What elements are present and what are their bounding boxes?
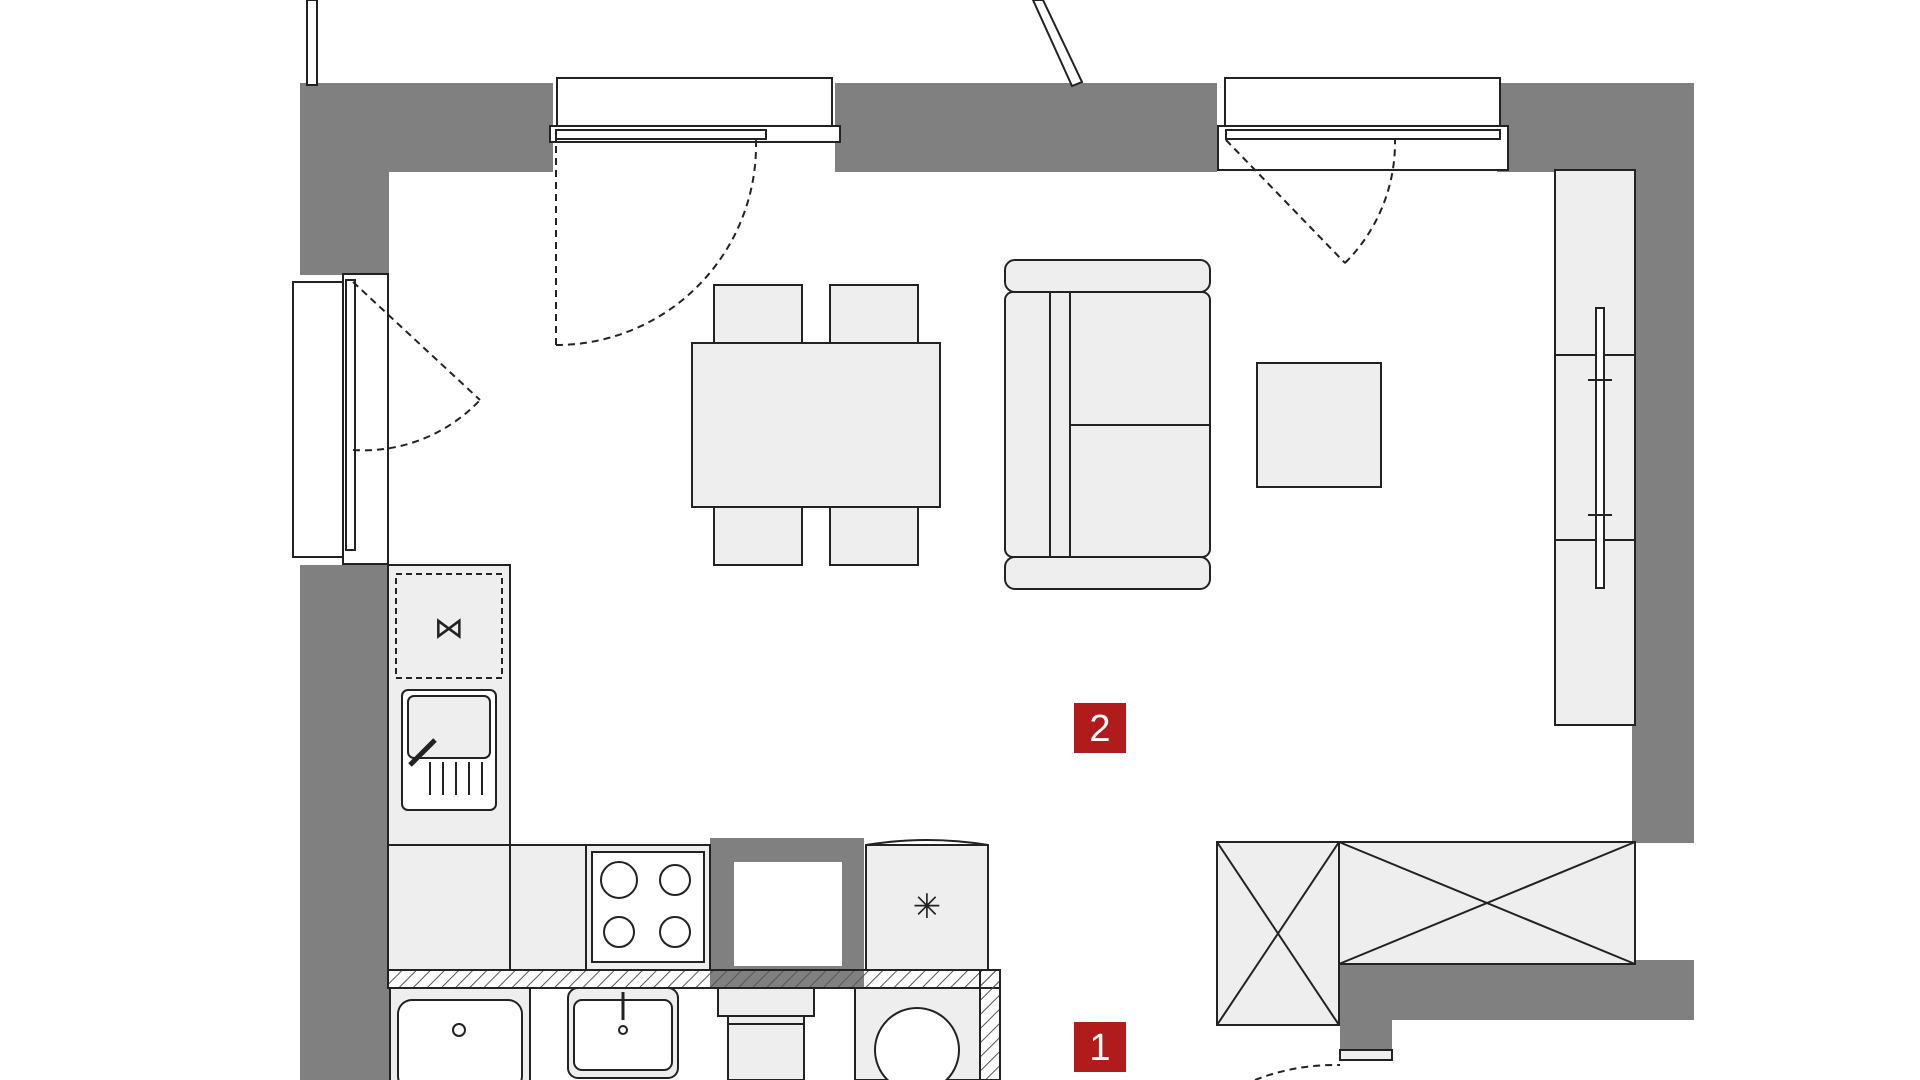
balcony-railing [306, 0, 1084, 88]
kitchen-column-void [734, 862, 842, 966]
dining-chair-top-right [829, 284, 919, 344]
sink-drainboard [429, 762, 483, 795]
kitchen: ⋈ ✳ [387, 564, 989, 971]
hob-burner-1 [600, 861, 638, 899]
dishwasher [395, 573, 503, 679]
furniture [691, 169, 1636, 1026]
room-badge-1-bg [1074, 1022, 1126, 1072]
wall-top-middle [835, 83, 1217, 172]
washing-machine-icon [874, 1007, 960, 1080]
dining-chair-bottom-left [713, 504, 803, 566]
kitchen-cabinet [509, 844, 587, 971]
toilet-bowl [727, 1015, 805, 1080]
window-left-sill [292, 281, 346, 558]
window-top-right-sill [1224, 77, 1501, 129]
fridge-top [865, 839, 989, 846]
room-badge-2: 2 [1089, 708, 1110, 750]
window-top-left-sash [555, 129, 767, 140]
bathtub-inner [397, 999, 523, 1080]
sofa-back [1004, 259, 1211, 293]
wall-right-lower [1340, 960, 1694, 1020]
wall-right [1632, 83, 1694, 843]
walls [300, 83, 1694, 1080]
sink-faucet-icon [408, 738, 437, 767]
dining-chair-bottom-right [829, 504, 919, 566]
kitchen-counter-bottom [387, 844, 511, 971]
dishwasher-icon: ⋈ [434, 611, 464, 646]
wall-partition-stub [1340, 960, 1392, 1060]
window-left-sash [345, 279, 356, 551]
snowflake-icon: ✳ [913, 887, 942, 927]
washbasin-drain [618, 1025, 628, 1035]
wall-left-lower [300, 565, 389, 1080]
hob-burner-3 [603, 916, 635, 948]
partition-hatched-right [979, 969, 1001, 1080]
bathroom [389, 987, 981, 1080]
window-top-left-swing [555, 135, 758, 346]
window-top-right-swing [1225, 139, 1397, 264]
room-badge-2-bg [1074, 703, 1126, 753]
bathroom-partition [387, 969, 1001, 1080]
bathtub-drain [452, 1023, 466, 1037]
room-badges: 2 1 [1074, 703, 1126, 1072]
hob-burner-2 [659, 864, 691, 896]
sofa-front [1004, 556, 1211, 590]
toilet-tank [717, 987, 815, 1017]
sink-bowl [407, 695, 491, 759]
coffee-table [1256, 362, 1382, 488]
hall-cabinet-large-x2 [1338, 841, 1636, 965]
railing-post-left [306, 0, 318, 86]
hall-cabinet-small-x2 [1216, 841, 1340, 1026]
dining-table [691, 342, 941, 508]
entry-door-swing [1254, 1063, 1341, 1080]
window-left-swing [352, 281, 481, 452]
wardrobe-rod [1595, 307, 1605, 589]
window-top-left-sill [556, 77, 833, 129]
hob-burner-4 [659, 916, 691, 948]
dining-chair-top-left [713, 284, 803, 344]
window-top-right-sash [1225, 129, 1501, 140]
wall-left-upper [300, 83, 389, 275]
openings [292, 77, 1509, 1080]
room-badge-1: 1 [1089, 1027, 1110, 1069]
fridge [865, 844, 989, 971]
wall-partition-cap [1339, 1049, 1393, 1061]
partition-hatched-top [387, 969, 1001, 989]
railing-post-slanted [1031, 0, 1084, 88]
